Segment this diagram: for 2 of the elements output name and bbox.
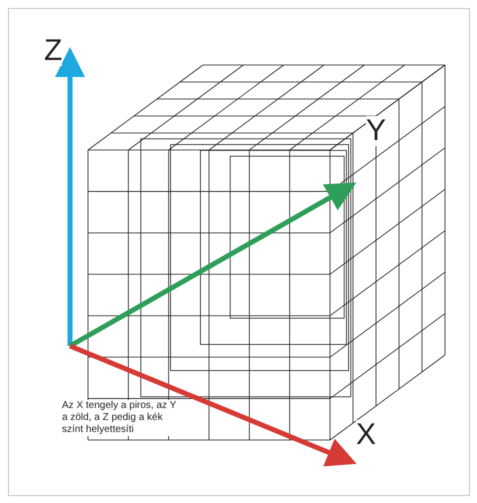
axis-label: Y — [366, 116, 386, 146]
axis-label: Z — [44, 36, 62, 66]
